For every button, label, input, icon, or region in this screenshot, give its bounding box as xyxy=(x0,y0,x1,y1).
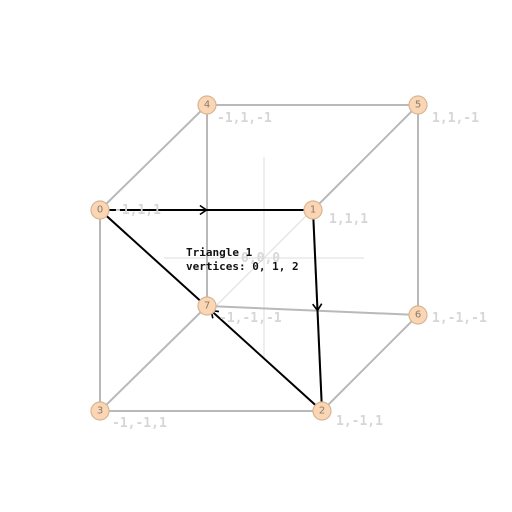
vertex-marker xyxy=(408,305,428,325)
vertex: 0 -1,1,1 xyxy=(90,200,161,220)
vertex: 5 1,1,-1 xyxy=(408,95,479,126)
vertex-marker xyxy=(312,401,332,421)
vertex-index: 2 xyxy=(319,406,325,417)
triangle-title: Triangle 1 xyxy=(186,246,253,259)
vertex-index: 6 xyxy=(415,310,421,321)
vertex-coord-label: 1,-1,1 xyxy=(336,414,383,429)
direction-arrow-icon xyxy=(199,204,208,216)
vertex-index: 3 xyxy=(97,406,103,417)
vertex-coord-label: -1,-1,1 xyxy=(112,416,167,431)
cube-edge xyxy=(321,314,419,412)
vertex-coord-label: 1,1,-1 xyxy=(432,111,479,126)
triangle-vertices-text: vertices: 0, 1, 2 xyxy=(186,260,299,273)
center-axes xyxy=(164,157,364,357)
vertex-marker xyxy=(90,200,110,220)
triangle-info: Triangle 1 vertices: 0, 1, 2 xyxy=(186,246,299,273)
vertex: 6 1,-1,-1 xyxy=(408,305,487,326)
vertex-marker xyxy=(197,296,217,316)
vertex-coord-label: -1,1,1 xyxy=(114,203,161,218)
vertex: 4 -1,1,-1 xyxy=(197,95,272,126)
vertex: 1 1,1,1 xyxy=(303,200,368,227)
vertex-coord-label: 1,1,1 xyxy=(329,212,368,227)
vertex: 3 -1,-1,1 xyxy=(90,401,167,431)
vertex-index: 1 xyxy=(310,205,316,216)
vertex: 2 1,-1,1 xyxy=(312,401,383,429)
axis-depth xyxy=(213,207,315,309)
vertex-index: 7 xyxy=(204,301,210,312)
cube-edge xyxy=(312,104,419,211)
cube-vertices: 0 -1,1,1 1 1,1,1 2 1,-1,1 3 -1,-1,1 4 -1,1,-1 5 1,1… xyxy=(90,95,487,431)
vertex-index: 5 xyxy=(415,100,421,111)
cube-edge xyxy=(99,305,208,412)
vertex-marker xyxy=(197,95,217,115)
direction-arrow-icon xyxy=(312,303,323,312)
center-label: 0,0,0 xyxy=(241,251,280,266)
vertex-coord-label: 1,-1,-1 xyxy=(432,311,487,326)
vertex-coord-label: -1,-1,-1 xyxy=(219,311,282,326)
vertex-marker xyxy=(90,401,110,421)
cube-edge xyxy=(206,305,419,316)
vertex: 7 -1,-1,-1 xyxy=(197,296,282,326)
cube-edge xyxy=(99,104,208,211)
vertex-index: 0 xyxy=(97,205,103,216)
vertex-index: 4 xyxy=(204,100,210,111)
vertex-coord-label: -1,1,-1 xyxy=(217,111,272,126)
vertex-marker xyxy=(303,200,323,220)
vertex-marker xyxy=(408,95,428,115)
